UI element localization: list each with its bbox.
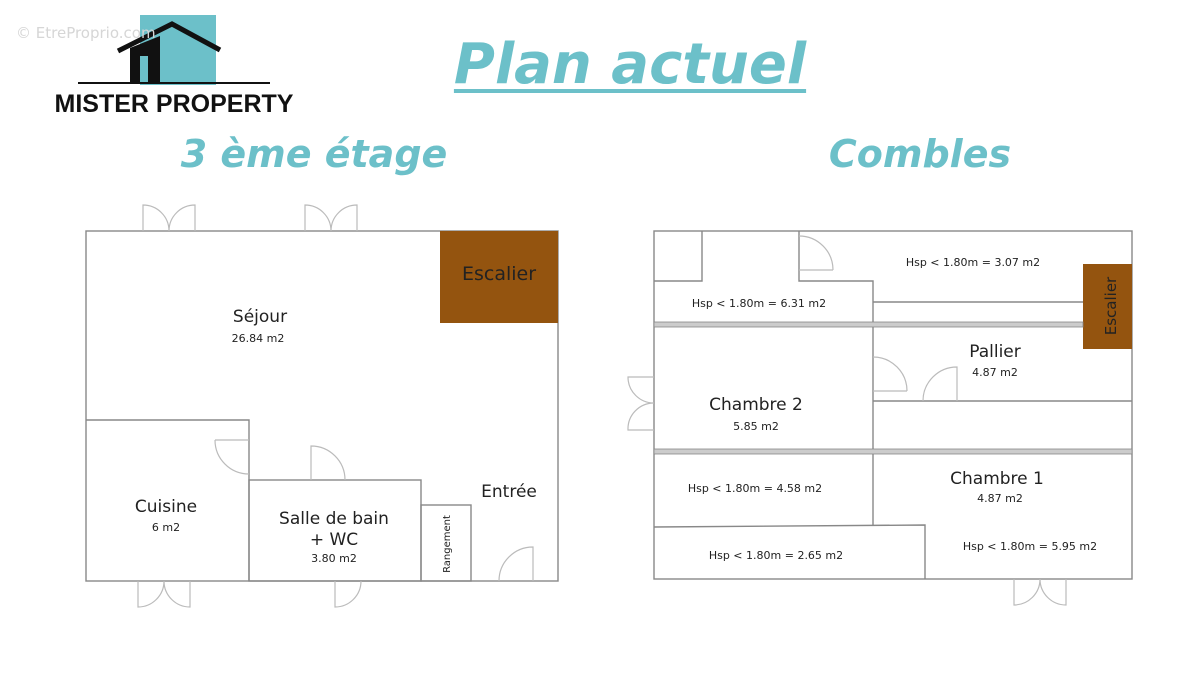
room-label: Rangement	[442, 515, 453, 573]
room-label: Entrée	[481, 482, 537, 502]
room-label: Chambre 1	[950, 469, 1044, 489]
watermark: © EtreProprio.com	[16, 24, 156, 42]
room-label: Escalier	[462, 263, 536, 285]
room-area: 6 m2	[152, 521, 180, 534]
room-area: 26.84 m2	[232, 332, 285, 345]
logo: MISTER PROPERTY	[55, 15, 294, 118]
plan-combles: Hsp < 1.80m = 3.07 m2 Hsp < 1.80m = 6.31…	[627, 230, 1133, 606]
room-label: Hsp < 1.80m = 4.58 m2	[688, 482, 822, 495]
room-label: Hsp < 1.80m = 5.95 m2	[963, 540, 1097, 553]
room-area: 4.87 m2	[972, 366, 1018, 379]
room-label: Séjour	[233, 307, 287, 327]
room-label: Salle de bain	[279, 509, 389, 529]
room-area: 3.80 m2	[311, 552, 357, 565]
room-label: Cuisine	[135, 497, 197, 517]
page-title: Plan actuel	[453, 32, 807, 97]
room-area: 4.87 m2	[977, 492, 1023, 505]
room-label: Hsp < 1.80m = 2.65 m2	[709, 549, 843, 562]
plan-3eme-etage: Escalier Séjour 26.84 m2 Cuisine 6 m2 Sa…	[85, 204, 559, 608]
stairs	[1083, 264, 1132, 349]
room-label: Hsp < 1.80m = 3.07 m2	[906, 256, 1040, 269]
room-label: Pallier	[969, 342, 1021, 362]
floor-title: 3 ème étage	[180, 132, 448, 176]
room-label: Hsp < 1.80m = 6.31 m2	[692, 297, 826, 310]
door-icons	[627, 235, 1067, 606]
room-label: Escalier	[1102, 276, 1120, 335]
room-label: Chambre 2	[709, 395, 803, 415]
room-label: + WC	[310, 530, 358, 550]
room-area: 5.85 m2	[733, 420, 779, 433]
floor-title: Combles	[828, 132, 1012, 176]
door-icons	[137, 204, 534, 608]
stairs	[440, 231, 558, 323]
logo-text: MISTER PROPERTY	[55, 90, 294, 118]
